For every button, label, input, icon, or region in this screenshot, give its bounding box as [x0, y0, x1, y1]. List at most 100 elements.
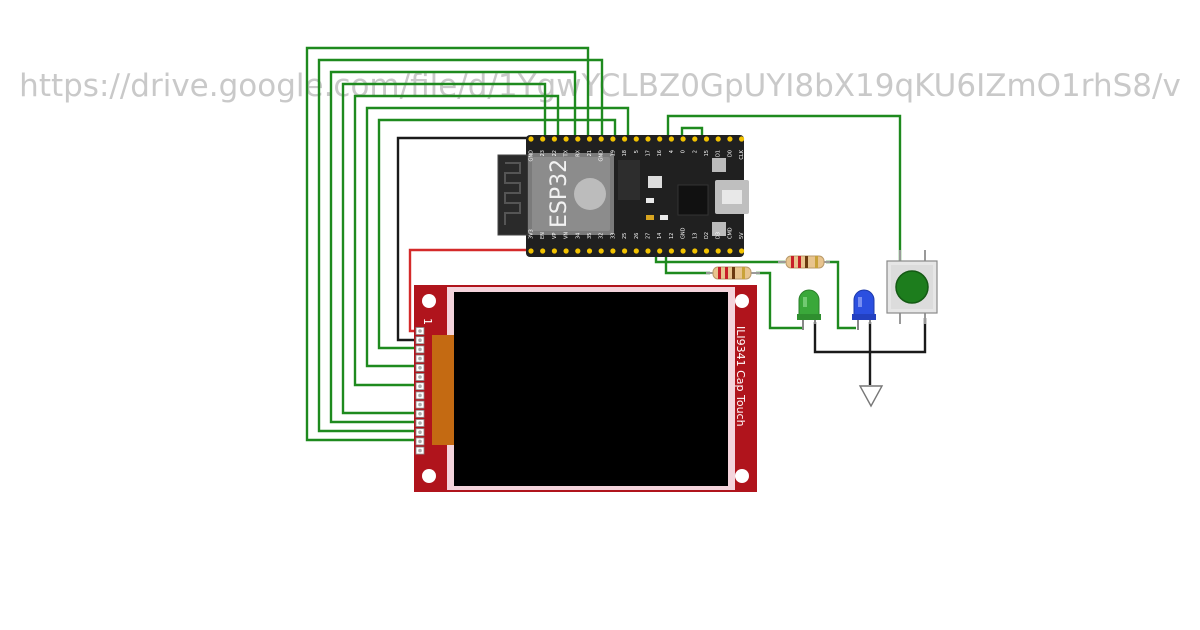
bottom-pin[interactable]	[586, 248, 593, 254]
top-pin-label: 21	[587, 150, 593, 156]
wire-button-signal[interactable]	[666, 114, 902, 262]
top-pin[interactable]	[551, 136, 558, 142]
bottom-pin[interactable]	[528, 248, 534, 254]
pushbutton-cap[interactable]	[895, 270, 929, 304]
bottom-pin[interactable]	[668, 248, 675, 254]
resistor-blue-led[interactable]	[778, 255, 830, 269]
bottom-pin-label: VP	[552, 233, 558, 239]
top-pin[interactable]	[727, 136, 733, 142]
bottom-pin[interactable]	[703, 248, 710, 254]
top-pin-label: D1	[716, 150, 722, 157]
top-pin[interactable]	[680, 136, 686, 142]
wire-led-green-signal[interactable]	[664, 250, 710, 275]
top-pin[interactable]	[540, 136, 546, 142]
bottom-pin[interactable]	[715, 248, 721, 254]
bottom-pin[interactable]	[692, 248, 698, 254]
led-green[interactable]	[797, 289, 821, 330]
top-pin-label: CLK	[739, 149, 745, 159]
display-pin-header	[415, 327, 425, 455]
wire-display-2[interactable]	[317, 58, 604, 433]
esp32-module-label: ESP32	[547, 159, 572, 228]
wire-display-5[interactable]	[353, 94, 560, 387]
bottom-pin[interactable]	[540, 248, 546, 254]
display-wire-bundle	[305, 46, 630, 442]
reset-button[interactable]	[712, 222, 726, 236]
pushbutton[interactable]	[886, 250, 938, 324]
bottom-pin-label: 35	[587, 233, 593, 239]
resistor-green-led[interactable]	[706, 266, 760, 280]
top-pin[interactable]	[586, 136, 593, 142]
top-pin[interactable]	[633, 136, 639, 142]
top-pin[interactable]	[668, 136, 675, 142]
espressif-logo-icon	[574, 178, 606, 210]
top-pin-label: D0	[727, 150, 733, 157]
bottom-pin[interactable]	[739, 248, 745, 254]
top-pin-label: 15	[704, 150, 710, 156]
wire-display-4[interactable]	[341, 82, 547, 415]
top-pin[interactable]	[528, 136, 534, 142]
bottom-pin-label: 5V	[739, 232, 745, 239]
led-blue[interactable]	[852, 289, 876, 330]
top-pin[interactable]	[598, 136, 604, 142]
top-pin[interactable]	[715, 136, 721, 142]
bottom-pin[interactable]	[622, 248, 628, 254]
bottom-pin-label: EN	[540, 232, 546, 239]
wire-display-gnd[interactable]	[396, 136, 531, 342]
bottom-pin-label: 34	[575, 233, 581, 239]
top-pin[interactable]	[575, 136, 581, 142]
bottom-pin-label: 14	[657, 233, 663, 239]
top-pin[interactable]	[692, 136, 698, 142]
top-pin-label: 18	[622, 150, 628, 156]
wire-display-1[interactable]	[305, 46, 590, 442]
bottom-pin-label: CMD	[727, 227, 733, 239]
bottom-pin[interactable]	[680, 248, 686, 254]
top-pin-label: 22	[552, 150, 558, 156]
bottom-pin[interactable]	[575, 248, 581, 254]
bottom-pin-label: D3	[716, 232, 722, 239]
bottom-pin-label: D2	[704, 232, 710, 239]
bottom-pin[interactable]	[633, 248, 639, 254]
bottom-pin-label: 3V3	[529, 229, 535, 239]
top-pin-label: 5	[634, 150, 640, 153]
ili9341-display-module[interactable]: ILI9341 Cap Touch 1	[414, 285, 757, 492]
top-pin[interactable]	[610, 136, 616, 142]
top-pin-label: 23	[540, 150, 546, 156]
top-pin[interactable]	[657, 136, 663, 142]
top-pin-label: 17	[646, 150, 652, 156]
bottom-pin[interactable]	[657, 248, 663, 254]
bottom-pin-label: 26	[634, 233, 640, 239]
wire-blue-resistor-to-led[interactable]	[826, 260, 856, 330]
top-pin-label: 19	[610, 150, 616, 156]
bottom-pin[interactable]	[551, 248, 558, 254]
top-pin[interactable]	[645, 136, 651, 142]
wire-display-7[interactable]	[377, 118, 617, 350]
top-pin[interactable]	[703, 136, 710, 142]
bottom-pin[interactable]	[727, 248, 733, 254]
top-pin-label: 16	[657, 150, 663, 156]
bottom-pin[interactable]	[598, 248, 604, 254]
bottom-pin-label: 12	[669, 233, 675, 239]
ground-wires	[813, 318, 927, 385]
top-pin[interactable]	[739, 136, 745, 142]
bottom-pin-label: GND	[681, 227, 687, 239]
bottom-pin-label: 13	[692, 233, 698, 239]
top-pin-label: 2	[692, 150, 698, 153]
bottom-pin-label: 25	[622, 233, 628, 239]
wire-esp-top-jumper[interactable]	[680, 126, 704, 138]
bottom-pin[interactable]	[645, 248, 651, 254]
bottom-pin-label: 33	[610, 233, 616, 239]
top-pin[interactable]	[622, 136, 628, 142]
wire-display-6[interactable]	[365, 106, 630, 368]
bottom-pin[interactable]	[563, 248, 569, 254]
bottom-pin[interactable]	[610, 248, 616, 254]
wire-green-resistor-to-led[interactable]	[756, 271, 802, 330]
top-pin[interactable]	[563, 136, 569, 142]
top-pin-label: 0	[681, 150, 687, 153]
top-pin-label: GND	[599, 150, 605, 162]
wire-display-3[interactable]	[329, 70, 577, 424]
bottom-pin-label: VN	[564, 232, 570, 239]
boot-button[interactable]	[712, 158, 726, 172]
